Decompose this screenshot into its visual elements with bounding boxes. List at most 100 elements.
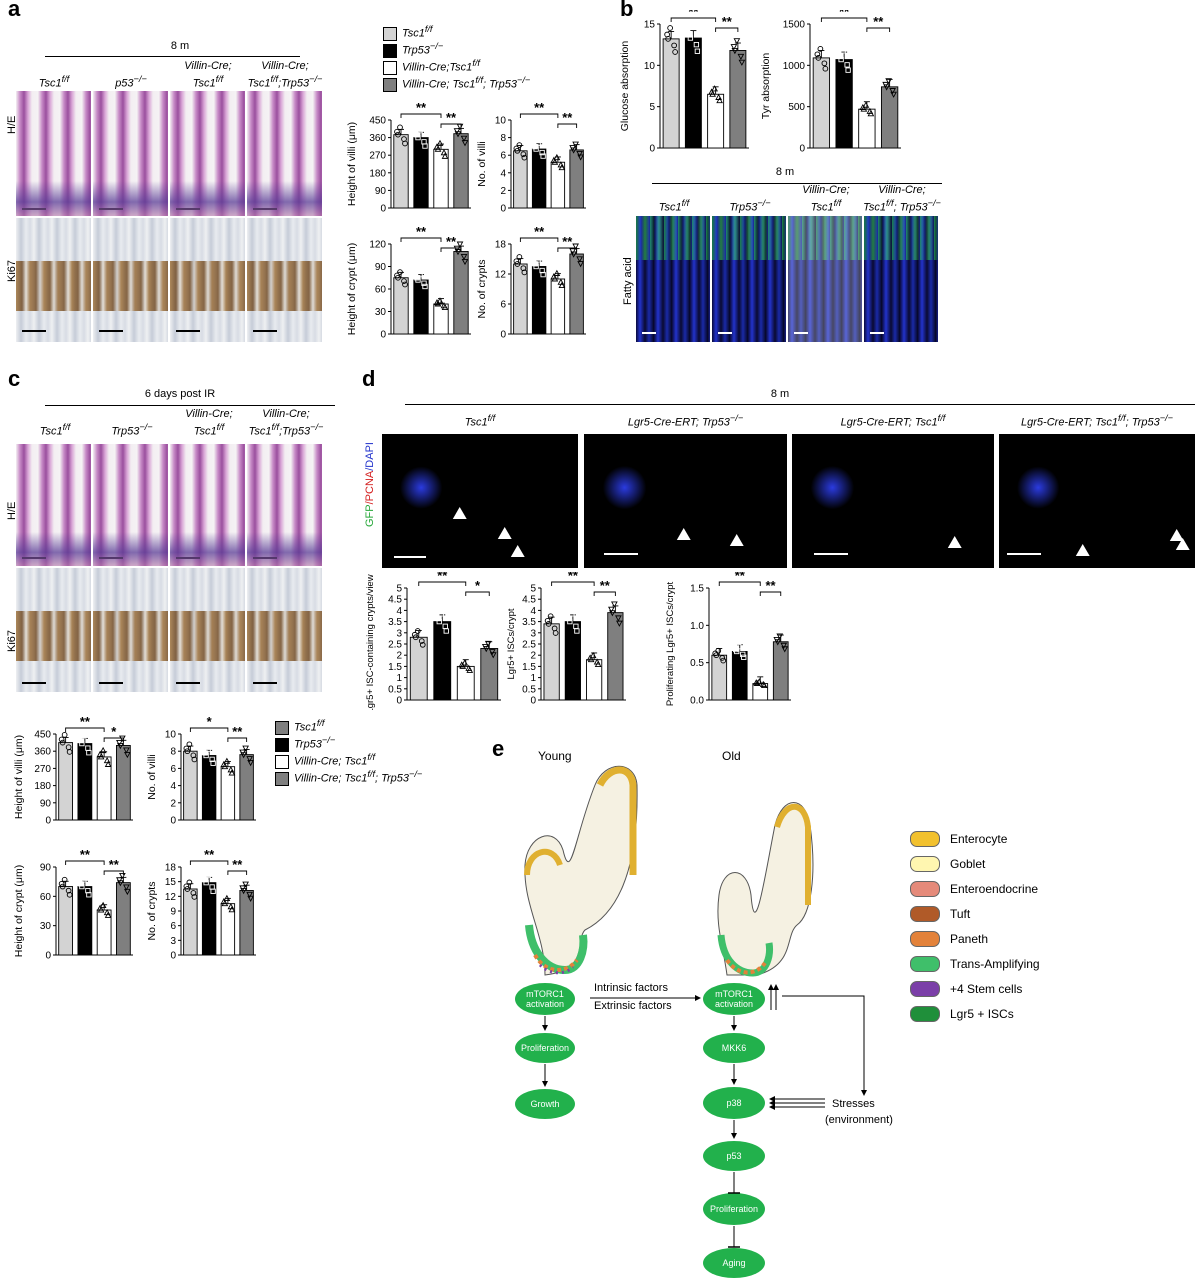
y-axis-label: No. of crypts [146, 882, 158, 941]
significance-label: ** [765, 578, 776, 593]
data-point [489, 652, 497, 659]
significance-bracket [519, 237, 559, 242]
bar [729, 50, 747, 149]
significance-bracket [65, 727, 105, 732]
data-point [532, 261, 538, 267]
data-point [422, 283, 428, 290]
panel-d-if-image-4 [999, 434, 1195, 568]
data-point [454, 249, 462, 256]
data-point [435, 615, 441, 622]
data-point [415, 277, 421, 283]
data-point [221, 899, 229, 907]
bar [115, 882, 131, 956]
bar [96, 756, 112, 821]
data-point [840, 48, 846, 54]
panel-c-ki67-image-3 [170, 568, 245, 692]
y-tick-label: 30 [40, 921, 52, 932]
bar [480, 648, 499, 701]
data-point [713, 652, 720, 659]
data-point [86, 750, 92, 756]
panel-c-col-label-3: Villin-Cre;Tsc1f/f [185, 408, 233, 438]
data-point [687, 35, 694, 41]
panel-e-young-label: Young [538, 749, 572, 763]
y-tick-label: 8 [170, 747, 176, 758]
bar [453, 251, 469, 335]
chart-d-iscs-per-crypt: Lgr5+ ISCs/crypt00.511.522.533.544.55***… [506, 572, 626, 707]
significance-label: ** [562, 234, 573, 249]
data-point [558, 281, 566, 289]
y-tick-label: 0 [380, 330, 386, 341]
old-node-p53: p53 [703, 1141, 765, 1171]
significance-bracket [866, 27, 891, 32]
bar [543, 623, 560, 701]
significance-label: ** [109, 857, 120, 872]
y-tick-label: 360 [34, 747, 51, 758]
significance-bracket [557, 247, 578, 252]
data-point [434, 145, 442, 152]
data-point [589, 651, 597, 659]
panel-c-he-image-3 [170, 444, 245, 566]
significance-label: ** [534, 100, 545, 115]
panel-c-col-label-4: Villin-Cre;Tsc1f/f;Trp53−/− [248, 408, 324, 438]
y-tick-label: 10 [644, 61, 656, 72]
data-point [482, 646, 490, 653]
y-tick-label: 5 [530, 584, 536, 595]
data-point [814, 51, 821, 58]
data-point [837, 53, 843, 59]
panel-b-col-label-2: Trp53−/− [729, 198, 771, 214]
significance-bracket [759, 591, 782, 596]
data-point [186, 879, 193, 886]
cell-icon-8 [910, 1006, 940, 1022]
y-tick-label: 1 [530, 673, 536, 684]
panel-a-ki67-image-3 [170, 218, 245, 342]
data-point [99, 901, 107, 908]
y-tick-label: 2.5 [388, 640, 402, 651]
data-point [461, 659, 469, 666]
y-axis-label: Height of villi (μm) [13, 735, 25, 819]
panel-a-he-image-3 [170, 91, 245, 216]
data-point [716, 96, 723, 104]
panel-e-label: e [492, 736, 505, 761]
panel-b-fa-image-4 [864, 216, 938, 342]
data-point [671, 42, 677, 49]
bar [550, 161, 566, 209]
data-point [460, 254, 468, 261]
data-point [672, 49, 678, 55]
data-point [203, 879, 209, 886]
y-tick-label: 12 [495, 270, 507, 281]
data-point [123, 884, 130, 891]
data-point [558, 163, 566, 171]
panel-a-col-label-1: Tsc1f/f [38, 74, 70, 90]
panel-b-label: b [620, 0, 634, 21]
panel-c-ki67-image-2 [93, 568, 168, 692]
data-point [247, 895, 254, 902]
cell-icon-4 [910, 906, 940, 922]
data-point [247, 760, 254, 767]
y-tick-label: 1500 [783, 20, 806, 31]
y-tick-label: 6 [500, 300, 506, 311]
y-tick-label: 2.5 [522, 640, 536, 651]
panel-d-col-label-2: Lgr5-Cre-ERT; Trp53−/− [627, 413, 744, 429]
panel-a-col-label-4: Villin-Cre;Tsc1f/f;Trp53−/− [247, 60, 323, 90]
significance-bracket [670, 17, 717, 22]
y-axis-label: Proliferating Lgr5+ ISCs/crypt [665, 581, 676, 706]
bar [456, 665, 475, 701]
data-point [760, 681, 768, 688]
data-point [246, 891, 253, 899]
panel-a-ki67-image-4 [247, 218, 322, 342]
significance-label: ** [232, 724, 243, 739]
data-point [535, 257, 541, 263]
data-point [484, 640, 492, 648]
bar [586, 659, 603, 701]
panel-c-legend-item-2: Trp53−/− [275, 735, 335, 752]
data-point [577, 261, 584, 268]
significance-label: ** [80, 714, 91, 729]
data-point [616, 620, 623, 627]
panel-b-col-label-3: Villin-Cre;Tsc1f/f [802, 184, 850, 214]
panel-a-he-image-4 [247, 91, 322, 216]
cell-legend-label-2: Goblet [950, 857, 986, 871]
data-point [889, 88, 896, 95]
data-point [417, 127, 423, 134]
young-node-proliferation: Proliferation [515, 1033, 575, 1063]
y-tick-label: 10 [165, 730, 177, 741]
